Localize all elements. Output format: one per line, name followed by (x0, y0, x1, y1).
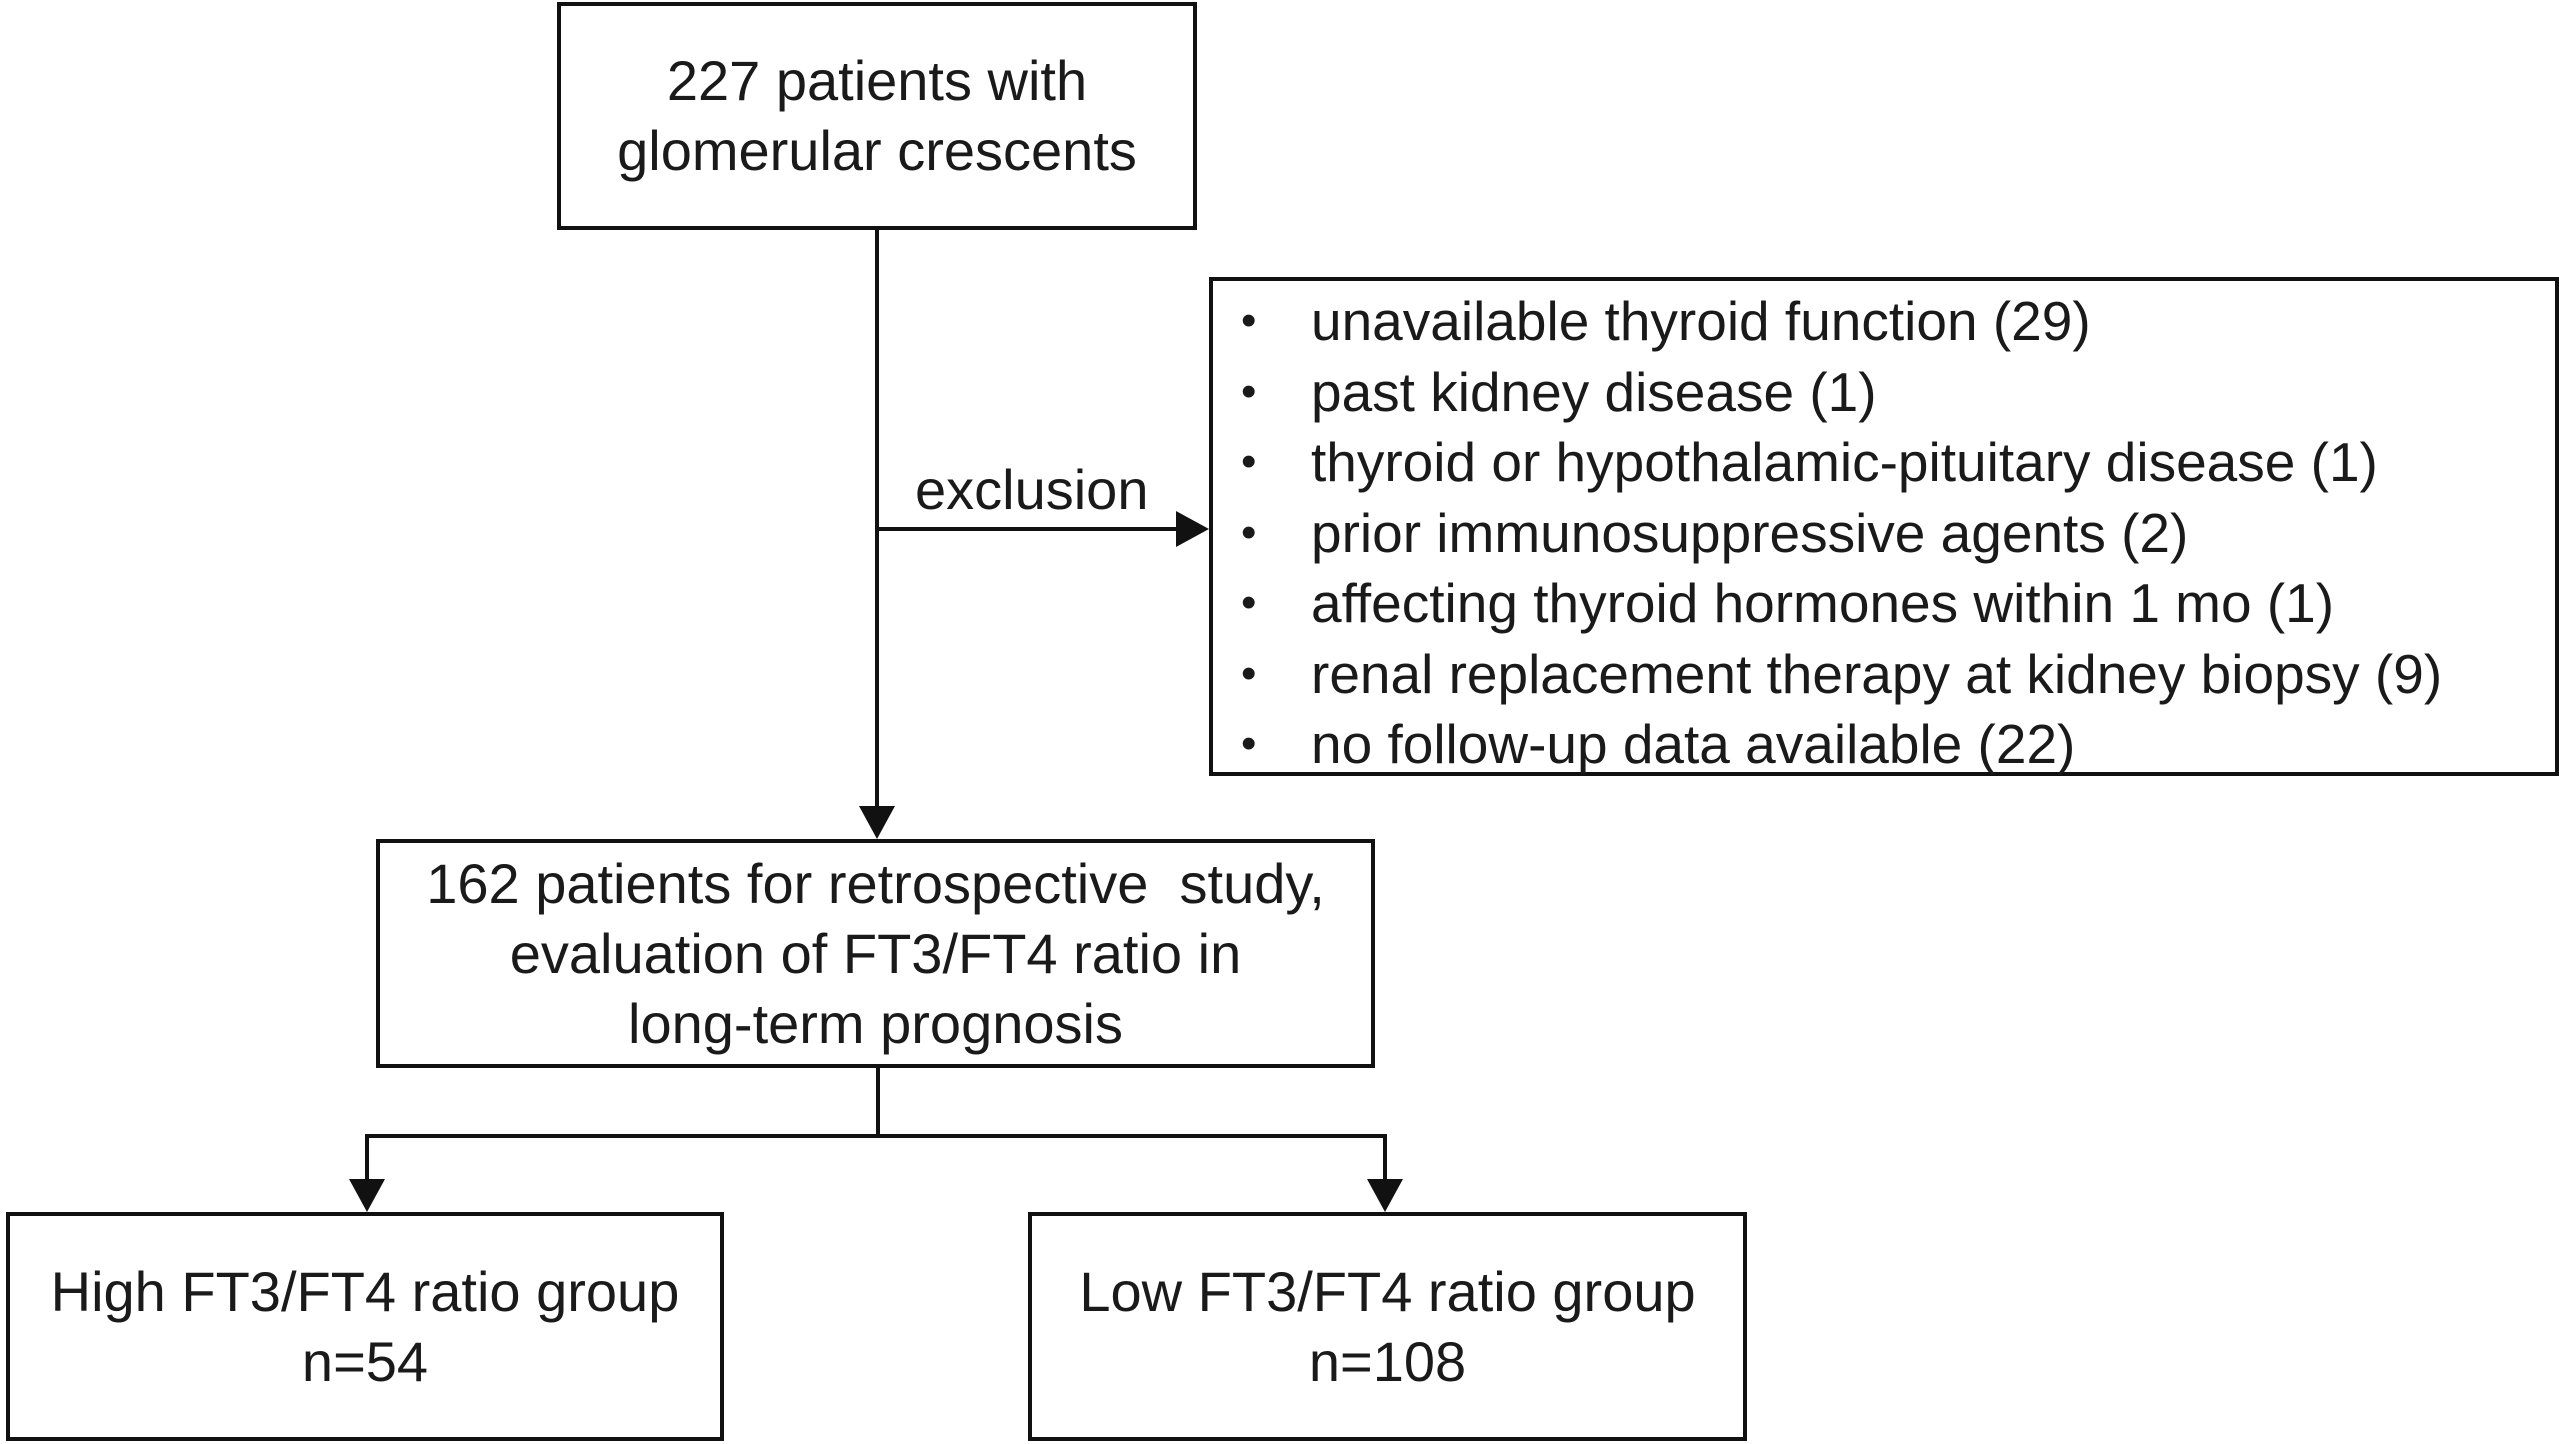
exclusion-item: thyroid or hypothalamic-pituitary diseas… (1213, 427, 2555, 498)
initial-cohort-line-1: 227 patients with (666, 49, 1088, 112)
arrow-to-exclusion (1176, 511, 1209, 547)
study-cohort-box: 162 patients for retrospective study, ev… (376, 839, 1375, 1068)
exclusion-item: renal replacement therapy at kidney biop… (1213, 639, 2555, 710)
exclusion-edge-label: exclusion (915, 458, 1149, 521)
arrow-to-study (859, 806, 895, 839)
high-ratio-group-count: n=54 (301, 1329, 429, 1393)
low-ratio-group-count: n=108 (1308, 1329, 1467, 1393)
high-ratio-group-box: High FT3/FT4 ratio group n=54 (6, 1212, 724, 1441)
exclusion-item: past kidney disease (1) (1213, 357, 2555, 428)
study-cohort-line-2: evaluation of FT3/FT4 ratio in (509, 921, 1242, 985)
exclusion-item: unavailable thyroid function (29) (1213, 286, 2555, 357)
low-ratio-group-box: Low FT3/FT4 ratio group n=108 (1028, 1212, 1747, 1441)
exclusion-item: no follow-up data available (22) (1213, 709, 2555, 780)
exclusion-criteria-list: unavailable thyroid function (29) past k… (1213, 286, 2555, 780)
study-cohort-line-3: long-term prognosis (628, 991, 1123, 1055)
high-ratio-group-label: High FT3/FT4 ratio group (50, 1259, 680, 1323)
exclusion-item: prior immunosuppressive agents (2) (1213, 498, 2555, 569)
exclusion-criteria-box: unavailable thyroid function (29) past k… (1209, 277, 2559, 779)
low-ratio-group-label: Low FT3/FT4 ratio group (1079, 1259, 1696, 1323)
exclusion-item: affecting thyroid hormones within 1 mo (… (1213, 568, 2555, 639)
arrow-to-high-group (349, 1179, 385, 1212)
initial-cohort-line-2: glomerular crescents (617, 119, 1137, 182)
study-cohort-line-1: 162 patients for retrospective study, (426, 851, 1325, 915)
arrow-to-low-group (1367, 1179, 1403, 1212)
initial-cohort-box: 227 patients with glomerular crescents (557, 2, 1197, 230)
